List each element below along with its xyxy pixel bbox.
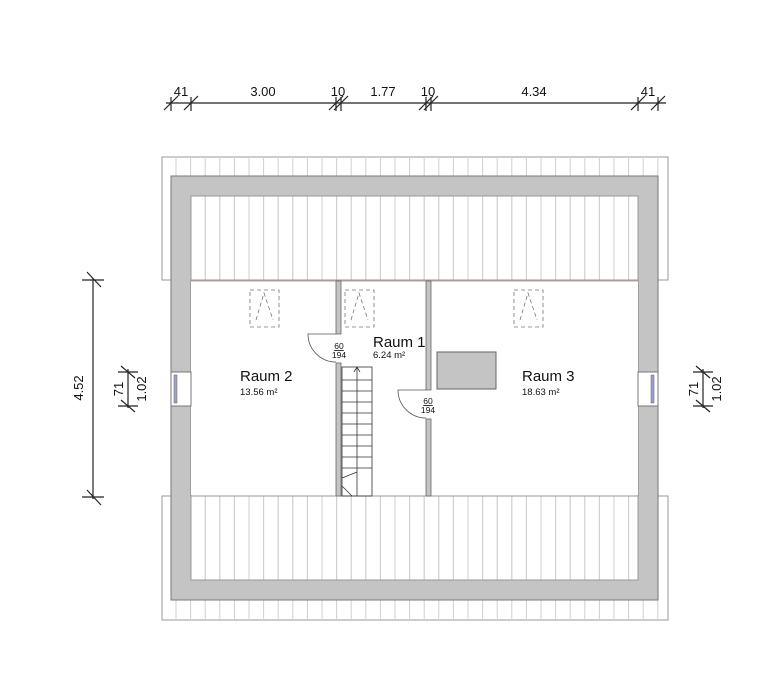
dim-right-window-height: 71	[686, 382, 701, 396]
door-1-width: 60	[334, 341, 344, 351]
room-1-name: Raum 1	[373, 334, 426, 351]
dimension-tick	[650, 95, 666, 111]
dim-left-window-width: 1.02	[134, 376, 149, 401]
dim-top-6: 4.34	[521, 84, 546, 99]
chimney	[436, 351, 497, 390]
interior-wall-left	[335, 280, 342, 497]
top-dimension-chain: 41 3.00 10 1.77 10 4.34 41	[163, 84, 666, 111]
dimension-tick	[163, 95, 179, 111]
dim-top-2: 3.00	[250, 84, 275, 99]
room-3-area: 18.63 m²	[522, 387, 560, 398]
door-raum2[interactable]	[307, 333, 337, 363]
staircase	[341, 366, 373, 497]
door-2-height: 194	[421, 405, 435, 415]
door-2-width: 60	[423, 396, 433, 406]
skylight-raum2	[249, 289, 280, 328]
room-1-area: 6.24 m²	[373, 350, 405, 361]
dim-top-3: 10	[331, 84, 345, 99]
interior-wall-right	[425, 280, 432, 497]
right-window-dimension: 71 1.02	[686, 365, 724, 413]
dim-right-window-width: 1.02	[709, 376, 724, 401]
dim-top-1: 41	[174, 84, 188, 99]
dim-left-total: 4.52	[71, 375, 86, 400]
skylight-raum3	[513, 289, 544, 328]
dim-left-window-height: 71	[111, 382, 126, 396]
left-window-dimension: 71 1.02	[111, 365, 149, 413]
dimension-tick	[183, 95, 199, 111]
door-raum3[interactable]	[397, 389, 427, 419]
room-2-area: 13.56 m²	[240, 387, 278, 398]
dimension-tick	[333, 95, 349, 111]
interior-area	[191, 281, 638, 495]
window-right	[637, 371, 659, 407]
dimension-tick	[423, 95, 439, 111]
room-3-name: Raum 3	[522, 368, 575, 385]
dim-top-7: 41	[641, 84, 655, 99]
window-left	[170, 371, 192, 407]
door-1-height: 194	[332, 350, 346, 360]
room-2-name: Raum 2	[240, 368, 293, 385]
left-dimension: 4.52	[71, 271, 104, 506]
dim-top-5: 10	[421, 84, 435, 99]
skylight-raum1	[344, 289, 375, 328]
dimension-tick	[630, 95, 646, 111]
dim-top-4: 1.77	[370, 84, 395, 99]
